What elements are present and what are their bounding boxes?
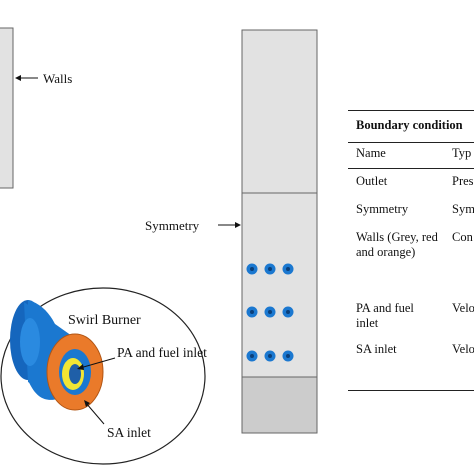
table-header-rule — [348, 168, 474, 169]
sa-inlet-label: SA inlet — [107, 425, 151, 440]
burner-dot — [246, 306, 258, 318]
burner-dot — [246, 263, 258, 275]
burner-dot — [282, 306, 294, 318]
symmetry-label: Symmetry — [145, 218, 200, 233]
left-wall-panel — [0, 27, 14, 189]
table-row-type: Pres — [452, 174, 474, 188]
burner-dot — [282, 350, 294, 362]
burner-dot — [282, 263, 294, 275]
sa-inlet-arrow — [84, 400, 105, 425]
table-top-rule — [348, 110, 474, 111]
table-header-type: Typ — [452, 146, 472, 160]
swirl-burner-model — [10, 300, 104, 411]
table-row-name: Symmetry — [356, 202, 409, 216]
burner-dot — [264, 350, 276, 362]
table-title-rule — [348, 142, 474, 143]
walls-arrow — [15, 75, 38, 81]
table-row-type: Velo — [452, 301, 474, 315]
burner-dot — [246, 350, 258, 362]
column-upper-section — [241, 29, 318, 194]
table-row-type: Velo — [452, 342, 474, 356]
column-middle-section — [241, 192, 318, 378]
burner-dot — [264, 306, 276, 318]
table-header-name: Name — [356, 146, 386, 160]
swirl-burner-label: Swirl Burner — [68, 313, 141, 328]
table-row-name: SA inlet — [356, 342, 397, 356]
pa-fuel-inlet-label: PA and fuel inlet — [117, 345, 207, 360]
burner-zoom-ellipse — [0, 287, 206, 465]
table-row-name: PA and fuel inlet — [356, 301, 414, 330]
table-row-type: Con — [452, 230, 473, 244]
table-row-type: Sym — [452, 202, 474, 216]
table-row-name: Outlet — [356, 174, 388, 188]
table-title: Boundary condition — [356, 118, 463, 132]
walls-label: Walls — [43, 71, 73, 86]
burner-dot-grid — [246, 263, 294, 362]
pa-fuel-arrow — [77, 357, 116, 370]
column-outlet-section — [241, 376, 318, 434]
symmetry-arrow — [218, 222, 241, 228]
table-row-name: Walls (Grey, red and orange) — [356, 230, 438, 259]
burner-dot — [264, 263, 276, 275]
table-bottom-rule — [348, 390, 474, 391]
